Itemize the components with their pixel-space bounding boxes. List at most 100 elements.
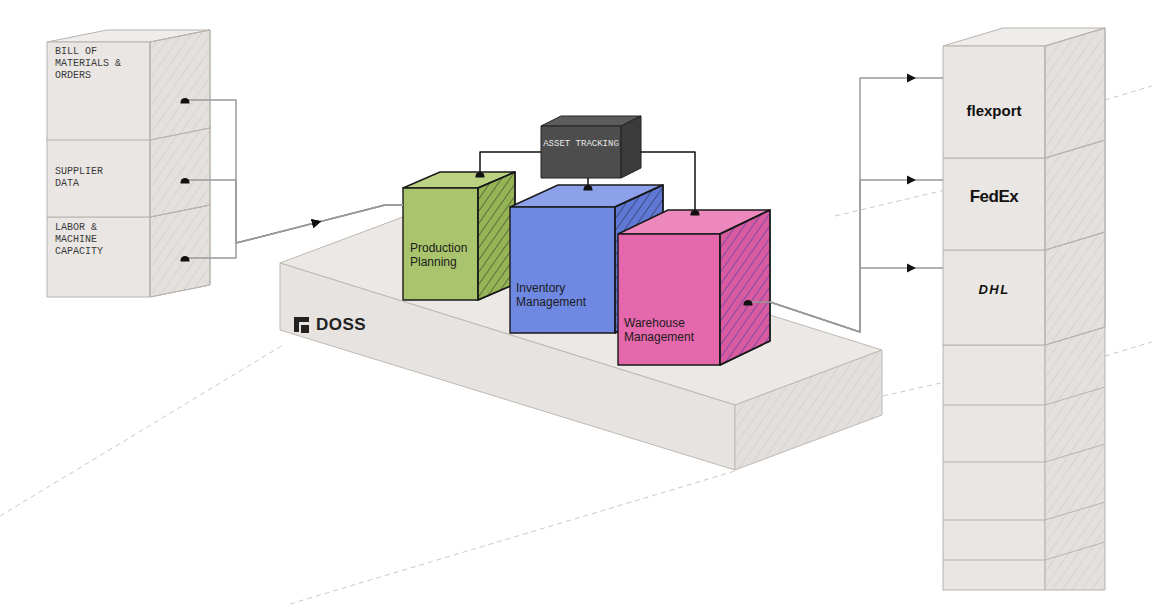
port-wire (185, 179, 210, 181)
side-face (150, 125, 210, 217)
shelf-side (1045, 327, 1105, 590)
guide-line (1105, 342, 1152, 356)
side-outline (720, 210, 770, 365)
side-hatch (150, 30, 210, 140)
connector (770, 268, 943, 332)
connector (770, 78, 943, 332)
node-label: Warehouse Management (624, 316, 704, 344)
node-outline (943, 28, 1105, 158)
side-face (150, 30, 210, 140)
front-face (618, 234, 720, 365)
node-label: SUPPLIER DATA (55, 166, 121, 190)
side-outline (150, 30, 210, 140)
arrow-head (311, 217, 322, 228)
node-label: BILL OF MATERIALS & ORDERS (55, 46, 121, 82)
arrow-head (907, 74, 916, 83)
port-nub (744, 300, 753, 306)
guide-line (0, 86, 1152, 604)
side-outline (1045, 28, 1105, 158)
side-face (1045, 140, 1105, 250)
module-cube: Production Planning (403, 172, 515, 300)
side-outline (150, 125, 210, 217)
front-face (47, 217, 150, 297)
front-face (47, 42, 150, 140)
arrow-head (311, 217, 322, 228)
node-label: Production Planning (410, 241, 476, 269)
shelf-divider (943, 560, 1045, 561)
node-label: FedEx (943, 187, 1045, 207)
node-label: flexport (943, 102, 1045, 120)
connector (210, 180, 403, 243)
front-face (47, 137, 150, 217)
port-nub (181, 178, 190, 184)
front-face (943, 158, 1045, 250)
port-wire (185, 99, 210, 101)
side-hatch (150, 125, 210, 217)
side-hatch (1045, 232, 1105, 345)
node-outline (403, 172, 515, 300)
node-label: Inventory Management (516, 281, 596, 309)
arrow-head (907, 264, 916, 273)
side-face (1045, 232, 1105, 345)
front-face (943, 46, 1045, 158)
tag-box: ASSET TRACKING (541, 116, 641, 178)
guide-line (835, 190, 945, 216)
port-nub (584, 185, 593, 191)
port-wire (185, 257, 210, 259)
shelf-divider (1045, 444, 1105, 462)
shelf-divider (943, 387, 1105, 560)
carrier-box: flexport (943, 28, 1105, 158)
node-label: DHL (943, 282, 1045, 298)
front-face (943, 250, 1045, 345)
connector (210, 100, 403, 243)
connector (641, 152, 695, 210)
side-face (621, 116, 641, 178)
platform-slab: DOSS Production PlanningInventory Managem… (280, 160, 885, 472)
node-label: DOSS (316, 315, 406, 335)
data-source-box: BILL OF MATERIALS & ORDERS (47, 30, 210, 140)
arrow-head (907, 176, 916, 185)
side-outline (1045, 140, 1105, 250)
guide-line (1105, 86, 1152, 100)
empty-shelf-column (943, 327, 1105, 590)
shelf-divider (1045, 542, 1105, 560)
side-outline (1045, 232, 1105, 345)
shelf-divider (1045, 387, 1105, 405)
guide-line (0, 345, 283, 516)
side-outline (150, 205, 210, 297)
logo-mark (294, 317, 309, 333)
side-face (150, 205, 210, 297)
side-hatch (720, 210, 770, 365)
shelf-divider (943, 520, 1045, 521)
connector (480, 152, 541, 172)
shelf-hatch (1045, 327, 1105, 590)
slab-side (735, 350, 882, 470)
port-nub (691, 210, 700, 216)
port-wire (748, 301, 770, 303)
port-nub (476, 172, 485, 178)
shelf-divider (943, 405, 1045, 406)
connector (210, 205, 403, 258)
guide-line (883, 382, 945, 396)
front-face (541, 126, 621, 178)
module-cube: Warehouse Management (618, 210, 770, 365)
side-face (720, 210, 770, 365)
connector (770, 180, 943, 332)
port-nub (181, 98, 190, 104)
node-label: ASSET TRACKING (541, 139, 621, 150)
node-label: LABOR & MACHINE CAPACITY (55, 222, 121, 258)
side-hatch (1045, 28, 1105, 158)
front-face (403, 188, 478, 300)
connector (587, 178, 589, 185)
shelf-divider (943, 462, 1045, 463)
port-nub (181, 256, 190, 262)
side-hatch (150, 205, 210, 297)
arrow-head (311, 217, 322, 228)
side-face (1045, 28, 1105, 158)
shelf-divider (1045, 502, 1105, 520)
side-hatch (1045, 140, 1105, 250)
front-face (510, 207, 615, 333)
shelf-front (943, 345, 1045, 590)
